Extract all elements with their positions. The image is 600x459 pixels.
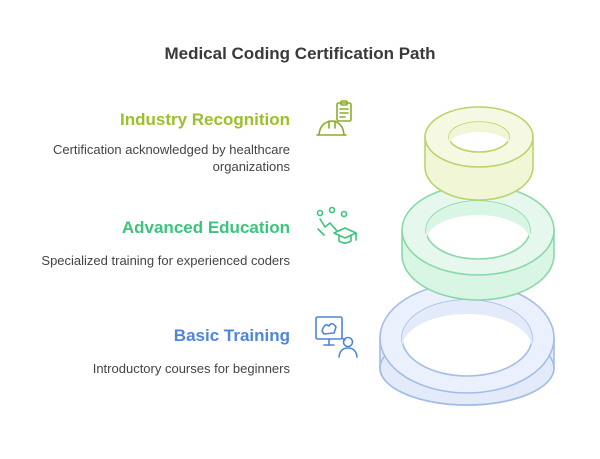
diagram-title: Medical Coding Certification Path (164, 44, 436, 63)
ring-industry-recognition (424, 106, 534, 201)
stage-industry-recognition-description: Certification acknowledged by healthcare… (52, 142, 290, 174)
stage-basic-training-description: Introductory courses for beginners (92, 361, 290, 376)
stage-advanced-education-heading: Advanced Education (121, 218, 290, 237)
stage-advanced-education-description: Specialized training for experienced cod… (41, 253, 290, 268)
stacked-rings-illustration (379, 106, 555, 406)
hard-hat-clipboard-icon (312, 98, 358, 144)
ring-advanced-education (401, 184, 555, 301)
stage-basic-training-heading: Basic Training (173, 326, 290, 345)
graduation-cap-icon (312, 205, 358, 251)
ring-basic-training (379, 282, 555, 406)
stage-industry-recognition-heading: Industry Recognition (120, 110, 290, 129)
presentation-board-icon (312, 313, 358, 359)
